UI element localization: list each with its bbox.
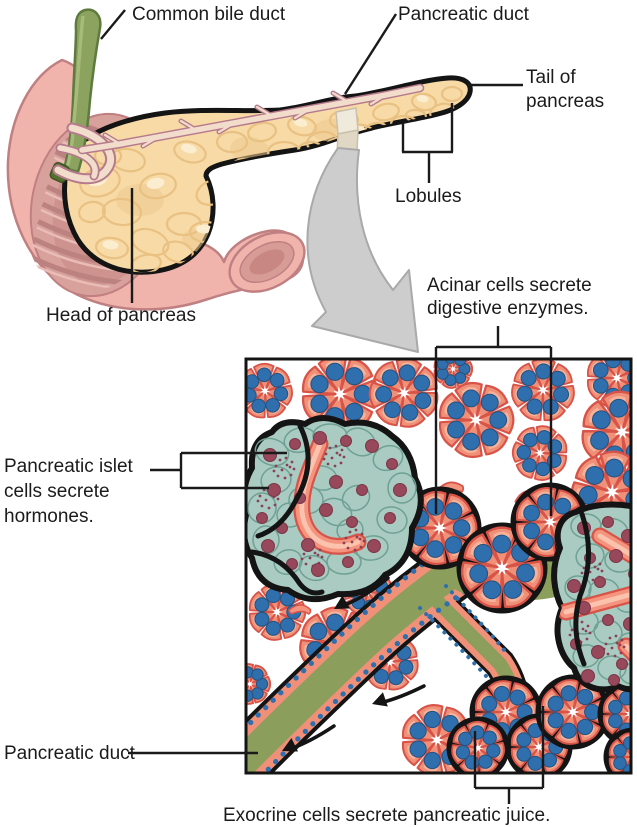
flow-arrows — [282, 576, 426, 752]
islet-left — [246, 415, 424, 603]
label-pancreatic-islet: Pancreatic islet cells secrete hormones. — [4, 454, 133, 529]
label-islet-line1: Pancreatic islet — [4, 456, 133, 477]
label-islet-line3: hormones. — [4, 506, 94, 527]
label-lobules: Lobules — [395, 186, 462, 207]
label-pancreatic-duct-top: Pancreatic duct — [398, 4, 529, 25]
islet-right — [551, 501, 631, 693]
label-acinar-line2: digestive enzymes. — [427, 298, 589, 319]
zoom-arrow — [306, 147, 419, 353]
label-islet-line2: cells secrete — [4, 481, 110, 502]
label-head-of-pancreas: Head of pancreas — [46, 305, 196, 326]
label-tail-line1: Tail of — [526, 67, 576, 88]
label-tail-line2: pancreas — [526, 91, 605, 112]
label-tail-of-pancreas: Tail of pancreas — [526, 66, 604, 114]
label-acinar-line1: Acinar cells secrete — [427, 275, 592, 296]
micro-view-border — [244, 357, 633, 775]
micro-view — [246, 359, 631, 773]
label-exocrine-cells: Exocrine cells secrete pancreatic juice. — [223, 805, 551, 826]
label-acinar-cells: Acinar cells secrete digestive enzymes. — [427, 274, 592, 320]
pancreatic-duct-macro — [52, 83, 425, 185]
label-common-bile-duct: Common bile duct — [132, 4, 286, 25]
leader-lines — [100, 9, 553, 804]
duodenum-cut-end — [228, 231, 306, 293]
label-pancreatic-duct-bottom: Pancreatic duct — [4, 743, 135, 764]
